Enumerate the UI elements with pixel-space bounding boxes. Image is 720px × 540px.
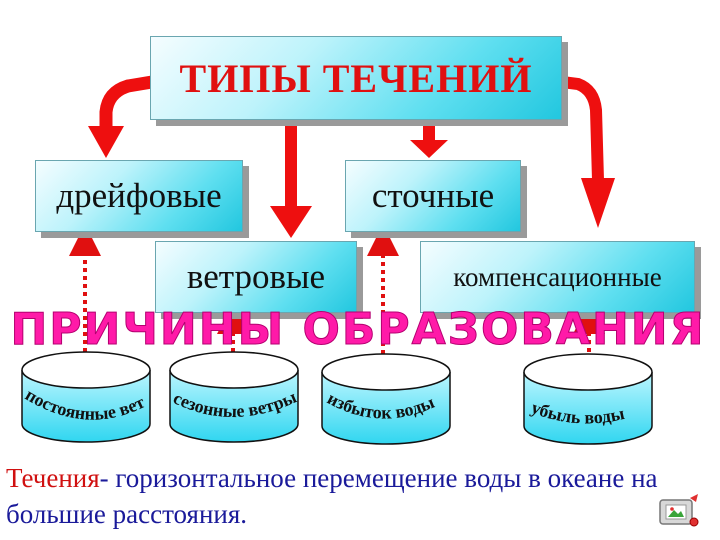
definition-body: - горизонтальное перемещение воды в океа…: [6, 463, 658, 529]
type-box-runoff: сточные: [345, 160, 521, 232]
type-label-wind: ветровые: [186, 257, 326, 296]
type-label-drift: дрейфовые: [56, 176, 222, 215]
type-label-compensation: компенсационные: [453, 261, 662, 292]
type-box-wind: ветровые: [155, 241, 357, 313]
diagram-title: ТИПЫ ТЕЧЕНИЙ: [179, 55, 533, 101]
cause-cylinder-3: избыток воды: [321, 353, 451, 445]
cause-cylinder-1: постоянные ветры: [0, 0, 151, 443]
cause-cylinder-4: убыль воды: [523, 353, 653, 445]
causes-title: ПРИЧИНЫ ОБРАЗОВАНИЯ: [10, 304, 705, 355]
arrow-title-to-runoff: [410, 120, 448, 158]
title-box: ТИПЫ ТЕЧЕНИЙ: [150, 36, 562, 120]
arrow-title-to-drift: [88, 75, 154, 158]
definition-term: Течения: [6, 463, 100, 493]
corner-image-icon: [659, 494, 699, 527]
cause-cylinder-2: сезонные ветры: [169, 351, 299, 443]
arrow-title-to-compensation: [561, 76, 615, 228]
arrow-to-wind: [270, 120, 312, 238]
type-box-compensation: компенсационные: [420, 241, 695, 313]
type-label-runoff: сточные: [371, 176, 495, 215]
type-box-drift: дрейфовые: [35, 160, 243, 232]
definition-text: Течения- горизонтальное перемещение воды…: [6, 460, 706, 532]
